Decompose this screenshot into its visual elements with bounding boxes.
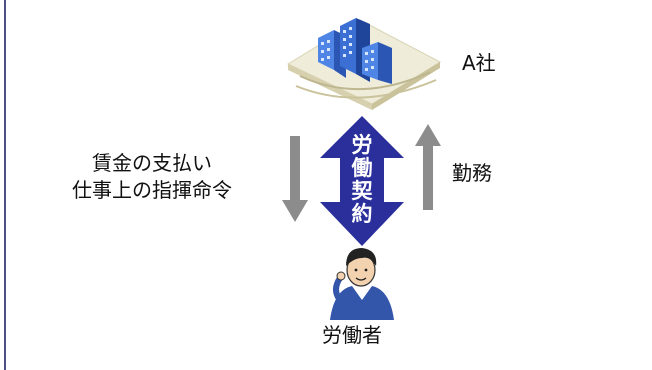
worker-duty-label: 勤務 — [452, 161, 492, 185]
worker-label: 労働者 — [322, 323, 382, 347]
office-building-icon — [286, 18, 442, 110]
worker-person-icon — [330, 248, 394, 320]
employer-duties-line-1: 賃金の支払い — [92, 151, 212, 175]
company-label: A社 — [462, 51, 496, 75]
contract-double-arrow — [320, 116, 404, 246]
employer-duties-label: 賃金の支払い 仕事上の指揮命令 — [72, 150, 232, 204]
contract-label: 労働契約 — [351, 133, 373, 226]
left-border-line — [4, 0, 6, 370]
employer-duties-line-2: 仕事上の指揮命令 — [72, 178, 232, 202]
worker-to-employer-arrow — [415, 124, 441, 210]
employer-to-worker-arrow — [282, 136, 308, 222]
